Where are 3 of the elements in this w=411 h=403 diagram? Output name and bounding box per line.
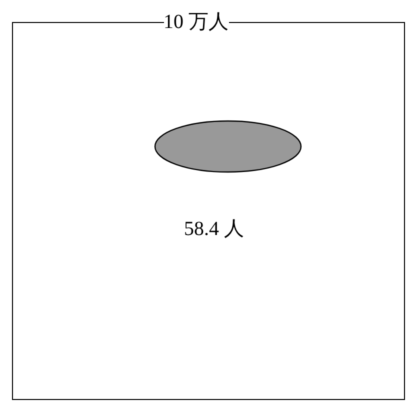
population-value: 58.4 人: [184, 219, 244, 239]
box-heading: 10 万人: [164, 12, 228, 32]
ellipse-shape: [154, 120, 302, 173]
